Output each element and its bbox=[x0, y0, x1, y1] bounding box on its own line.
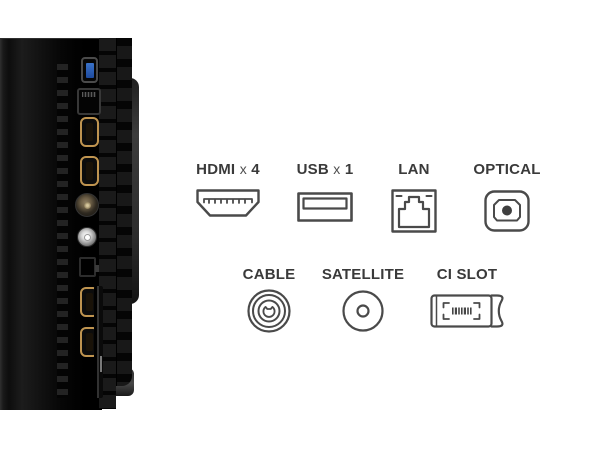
satellite-center bbox=[83, 233, 91, 241]
satellite-label: SATELLITE bbox=[321, 266, 405, 283]
port-group-ci-slot: CI SLOT bbox=[417, 266, 517, 337]
ci-slot-highlight bbox=[100, 356, 102, 372]
vent-bricks bbox=[99, 38, 116, 409]
usb-tongue bbox=[85, 62, 94, 78]
vent-bricks bbox=[116, 38, 132, 386]
hdmi-slot bbox=[86, 333, 93, 351]
usb-label: USB x 1 bbox=[296, 161, 354, 178]
hdmi-slot bbox=[86, 162, 93, 180]
port-group-satellite: SATELLITE bbox=[313, 266, 413, 338]
optical-port-photo bbox=[79, 257, 99, 277]
ci-slot-photo bbox=[94, 286, 103, 398]
hdmi-port-photo-2 bbox=[80, 156, 99, 186]
usb-connector-icon bbox=[275, 192, 375, 227]
hdmi-slot bbox=[86, 293, 93, 311]
vent-strip bbox=[57, 64, 68, 398]
ci-module-icon bbox=[417, 290, 517, 337]
hdmi-port-photo-1 bbox=[80, 117, 99, 147]
port-group-usb: USB x 1 bbox=[275, 161, 375, 227]
cable-coax-icon bbox=[219, 288, 319, 339]
port-group-lan: LAN bbox=[364, 161, 464, 238]
hdmi-slot bbox=[86, 123, 93, 141]
lan-pins bbox=[82, 92, 96, 97]
satellite-fconnector-icon bbox=[313, 289, 413, 338]
port-group-optical: OPTICAL bbox=[457, 161, 557, 237]
optical-nub bbox=[95, 265, 99, 272]
cable-label: CABLE bbox=[242, 266, 296, 283]
coax-center bbox=[83, 201, 91, 209]
lan-port-photo bbox=[77, 88, 101, 115]
usb-port-photo bbox=[81, 57, 98, 83]
lan-label: LAN bbox=[398, 161, 430, 178]
port-group-cable: CABLE bbox=[219, 266, 319, 339]
satellite-port-photo bbox=[77, 227, 97, 247]
hdmi-connector-icon bbox=[178, 189, 278, 226]
tv-side-photo bbox=[0, 38, 142, 410]
ci-slot-label: CI SLOT bbox=[436, 266, 498, 283]
optical-label: OPTICAL bbox=[473, 161, 541, 178]
lan-port-icon bbox=[364, 189, 464, 238]
optical-toslink-icon bbox=[457, 190, 557, 237]
port-group-hdmi: HDMI x 4 bbox=[178, 161, 278, 226]
cable-port-photo bbox=[75, 193, 99, 217]
hdmi-label: HDMI x 4 bbox=[196, 161, 260, 178]
